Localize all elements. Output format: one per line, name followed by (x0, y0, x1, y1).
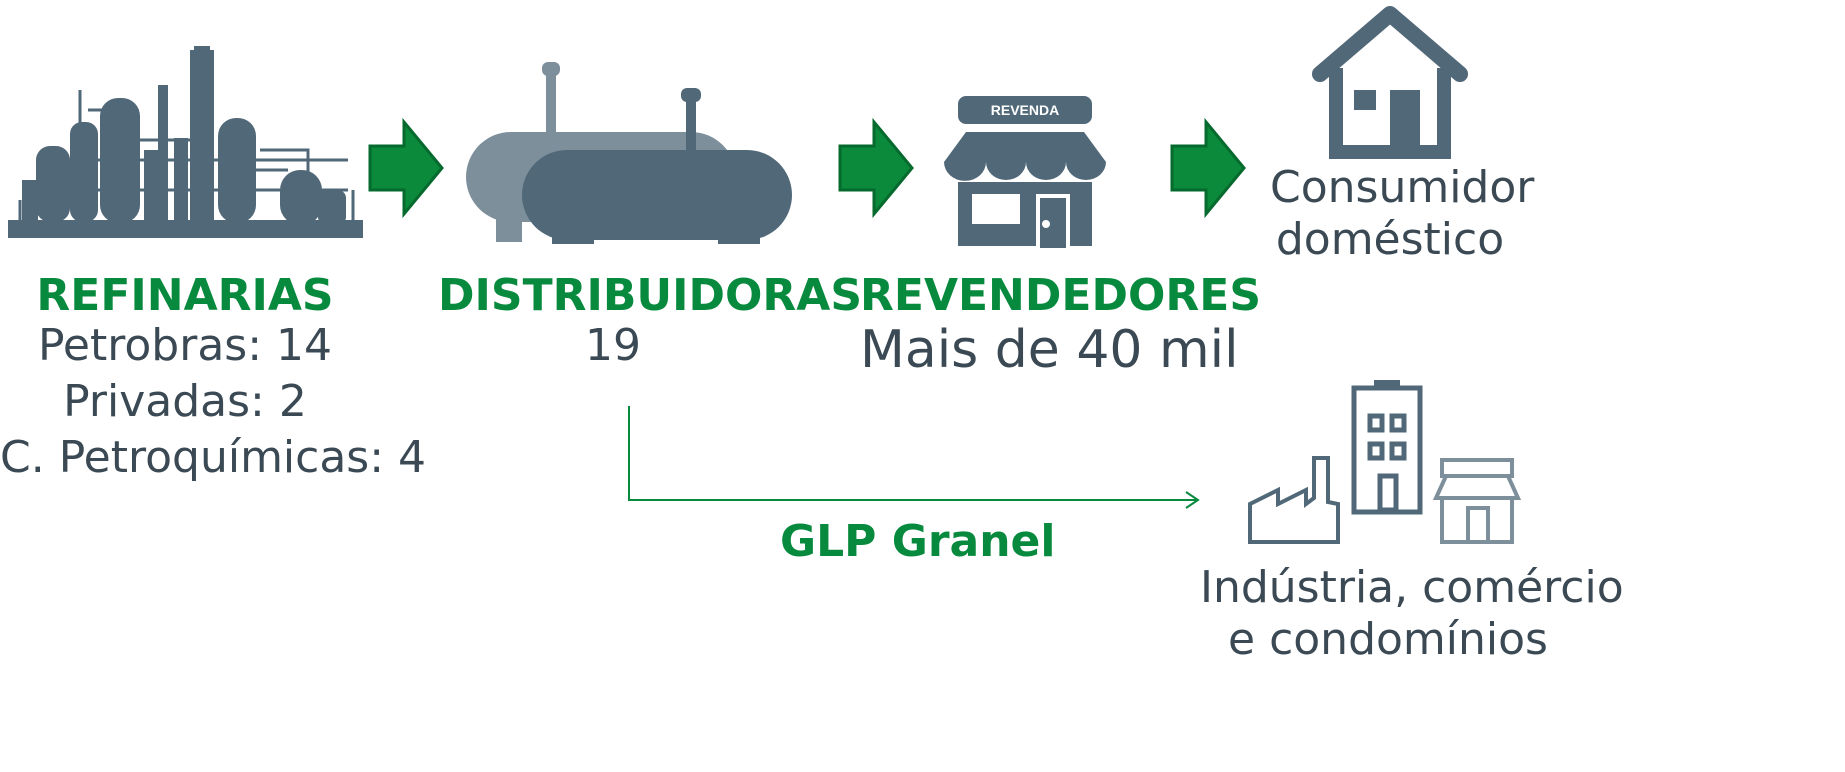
store-sign: REVENDA (991, 102, 1059, 118)
refinarias-line-privadas: Privadas: 2 (63, 376, 307, 427)
consumidor-line-1: Consumidor (1270, 162, 1535, 213)
distribuidoras-count: 19 (585, 320, 641, 371)
refinarias-title: REFINARIAS (36, 270, 334, 321)
refinarias-line-petrobras: Petrobras: 14 (37, 320, 333, 371)
granel-connector-arrow (628, 406, 1200, 509)
consumidor-label: Consumidor doméstico (1270, 162, 1535, 266)
granel-label: GLP Granel (780, 516, 1056, 567)
industria-line-2: e condomínios (1228, 614, 1548, 665)
industria-line-1: Indústria, comércio (1200, 562, 1624, 613)
revendedores-count: Mais de 40 mil (860, 320, 1239, 380)
revendedores-title: REVENDEDORES (860, 270, 1262, 321)
refinery-icon (8, 46, 363, 238)
industry-building-store-icon (1248, 380, 1522, 544)
distribuidoras-title: DISTRIBUIDORAS (438, 270, 863, 321)
industria-label: Indústria, comércio e condomínios (1200, 562, 1624, 666)
house-icon (1312, 6, 1468, 159)
consumidor-line-2: doméstico (1275, 214, 1505, 265)
store-icon: REVENDA (944, 96, 1106, 248)
arrow-right-icon (838, 117, 914, 219)
gas-tanks-icon (466, 62, 792, 244)
refinarias-line-petroquimicas: C. Petroquímicas: 4 (0, 432, 427, 483)
arrow-right-icon (368, 117, 444, 219)
arrow-right-icon (1170, 117, 1246, 219)
refinarias-details: Petrobras: 14 Privadas: 2 C. Petroquímic… (0, 318, 427, 486)
